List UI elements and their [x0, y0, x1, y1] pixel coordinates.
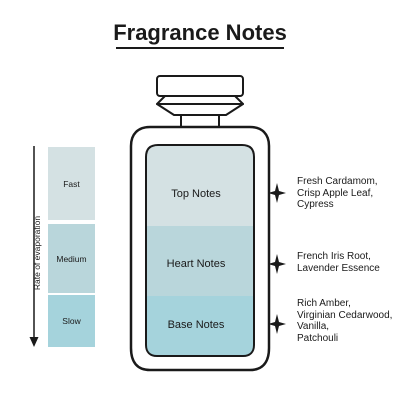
heart-notes-layer [146, 226, 254, 296]
heart-notes-label: Heart Notes [166, 258, 226, 270]
ingredient-line: Patchouli [297, 332, 339, 344]
scale-label-medium: Medium [56, 253, 87, 264]
heart-notes-ingredients: French Iris Root, Lavender Essence [297, 251, 397, 274]
diagram-title: Fragrance Notes [113, 20, 287, 45]
top-notes-ingredients: Fresh Cardamom, Crisp Apple Leaf, Cypres… [297, 176, 397, 211]
base-notes-label: Base Notes [167, 319, 225, 331]
ingredient-line: Vanilla, [297, 321, 330, 332]
ingredient-line: Crisp Apple Leaf, [297, 187, 374, 199]
title-underline [116, 47, 284, 49]
scale-label-slow: Slow [62, 316, 81, 326]
evaporation-arrow-head [29, 337, 39, 347]
bottle-inner-outline [145, 144, 255, 357]
top-notes-label: Top Notes [171, 188, 221, 200]
bottle-cap-base [156, 103, 244, 116]
base-notes-ingredients: Rich Amber, Virginian Cedarwood, Vanilla… [297, 298, 397, 344]
ingredient-line: French Iris Root, [297, 251, 371, 262]
base-notes-layer [146, 296, 254, 356]
scale-cell-fast: Fast [48, 147, 95, 220]
top-notes-layer [146, 145, 254, 226]
bottle-neck [180, 114, 220, 128]
top-notes-star-icon [268, 183, 286, 203]
ingredient-line: Lavender Essence [297, 262, 380, 274]
ingredient-line: Fresh Cardamom, [297, 176, 378, 187]
ingredient-line: Virginian Cedarwood, [297, 309, 393, 321]
bottle-cap-top [156, 75, 244, 97]
bottle-cap-band [156, 95, 244, 105]
ingredient-line: Cypress [297, 199, 334, 210]
heart-notes-star-icon [268, 254, 286, 274]
base-notes-star-icon [268, 314, 286, 334]
scale-cell-medium: Medium [48, 224, 95, 293]
evaporation-axis-label: Rate of evaporation [32, 215, 42, 291]
scale-cell-slow: Slow [48, 295, 95, 347]
scale-label-fast: Fast [63, 178, 80, 189]
ingredient-line: Rich Amber, [297, 298, 351, 309]
